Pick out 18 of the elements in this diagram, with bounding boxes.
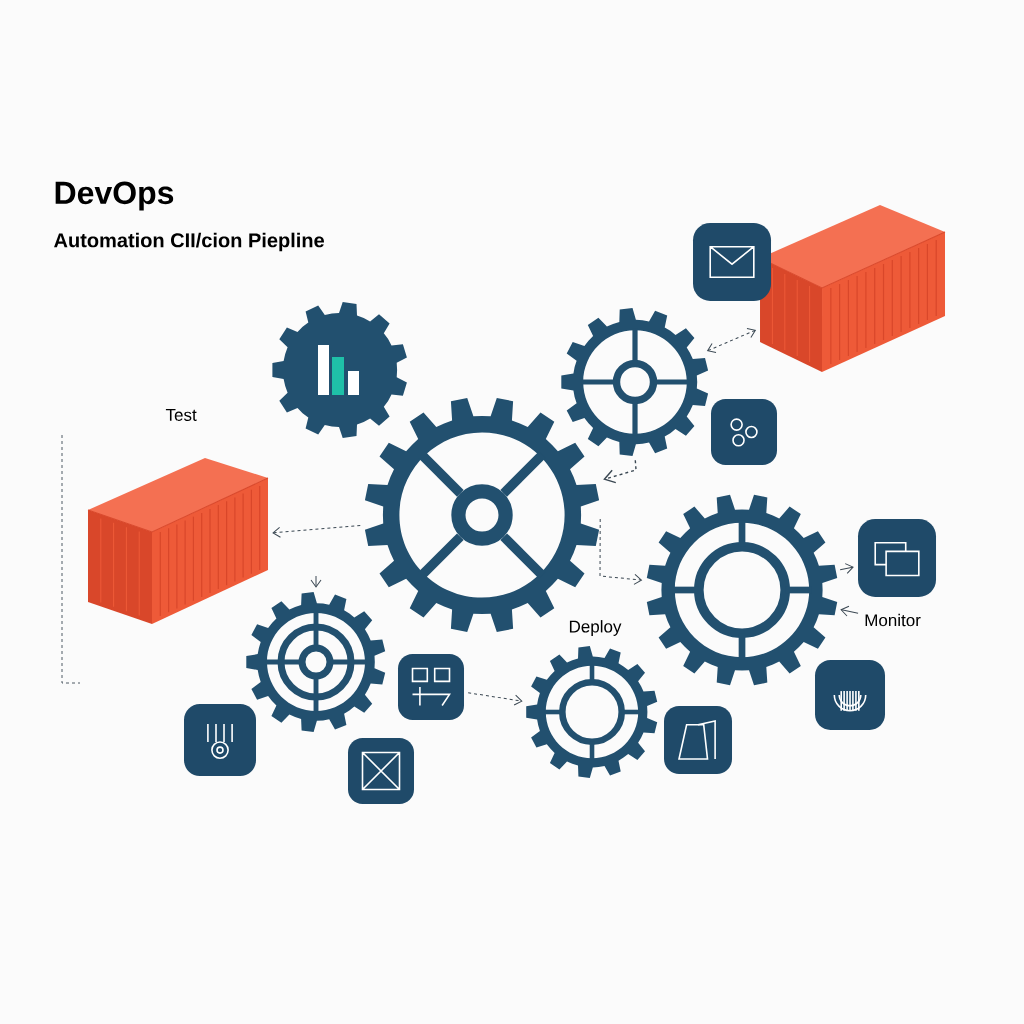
arrow <box>840 605 859 617</box>
arrow <box>467 692 523 706</box>
container-drawing <box>759 205 946 372</box>
screens-icon <box>858 519 936 597</box>
gear-drawing <box>272 302 407 438</box>
container-drawing <box>87 458 269 624</box>
subtitle: Automation CII/cion Piepline <box>54 232 324 252</box>
arrow <box>599 518 642 585</box>
arrow <box>272 524 361 538</box>
arrow <box>707 327 756 354</box>
arrow <box>839 563 854 574</box>
label-text: Test <box>165 409 197 421</box>
label-text: Monitor <box>865 613 921 627</box>
flow-icon <box>398 654 464 720</box>
arrow <box>603 459 637 484</box>
arrow <box>310 575 322 588</box>
label-text: Deploy <box>569 620 622 636</box>
title: DevOps <box>55 181 174 211</box>
